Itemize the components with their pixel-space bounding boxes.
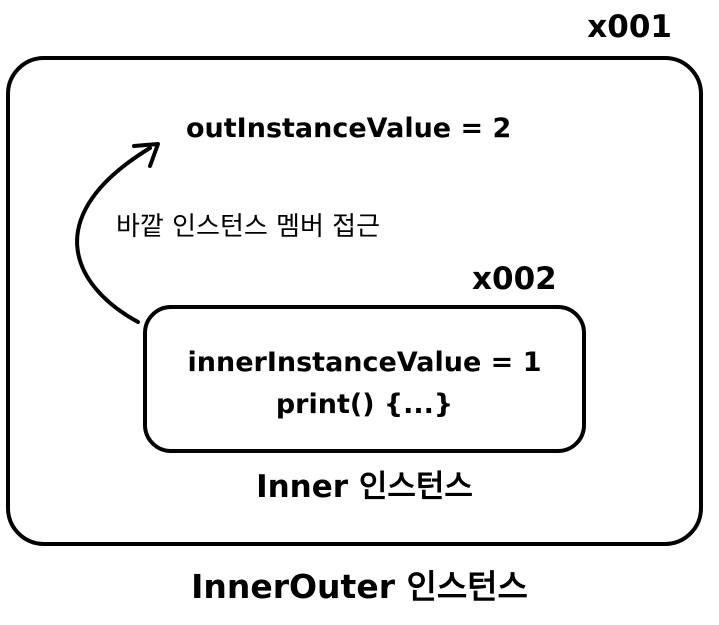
inner-method-label: print() {...} [275, 389, 454, 420]
inner-instance-caption: Inner 인스턴스 [256, 469, 473, 505]
access-arrow-label: 바깥 인스턴스 멤버 접근 [116, 212, 380, 242]
outer-field-label: outInstanceValue = 2 [186, 113, 512, 144]
outer-address-label: x001 [587, 9, 672, 45]
inner-field-label: innerInstanceValue = 1 [187, 347, 542, 378]
inner-address-label: x002 [472, 261, 557, 297]
inner-instance-box [143, 305, 586, 453]
inner-members: innerInstanceValue = 1 print() {...} [143, 342, 586, 426]
outer-instance-box [6, 56, 703, 546]
outer-instance-caption: InnerOuter 인스턴스 [191, 567, 528, 606]
